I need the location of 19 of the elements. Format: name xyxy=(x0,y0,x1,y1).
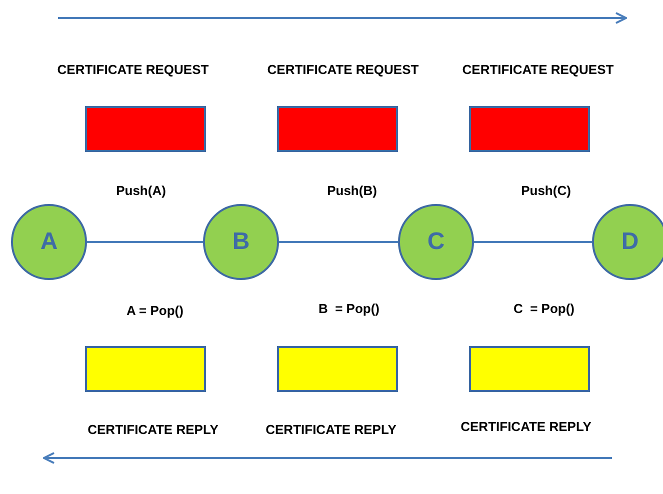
operation-label: Push(B) xyxy=(327,183,377,198)
operation-label: A = Pop() xyxy=(126,303,184,318)
box-heading: CERTIFICATE REQUEST xyxy=(57,62,209,77)
operation-label: B = Pop() xyxy=(318,301,380,316)
connector-line xyxy=(87,241,203,243)
box-heading: CERTIFICATE REPLY xyxy=(88,422,218,437)
node-letter: C xyxy=(427,228,445,256)
connector-line xyxy=(279,241,398,243)
box-heading: CERTIFICATE REPLY xyxy=(266,422,396,437)
node-letter: A xyxy=(40,228,58,256)
box-heading: CERTIFICATE REQUEST xyxy=(462,62,614,77)
node-letter: D xyxy=(621,228,639,256)
connector-line xyxy=(474,241,592,243)
operation-label: Push(A) xyxy=(116,183,166,198)
operation-label: Push(C) xyxy=(521,183,571,198)
node-letter: B xyxy=(232,228,250,256)
operation-label: C = Pop() xyxy=(513,301,575,316)
box-heading: CERTIFICATE REPLY xyxy=(460,419,592,434)
box-heading: CERTIFICATE REQUEST xyxy=(267,62,419,77)
